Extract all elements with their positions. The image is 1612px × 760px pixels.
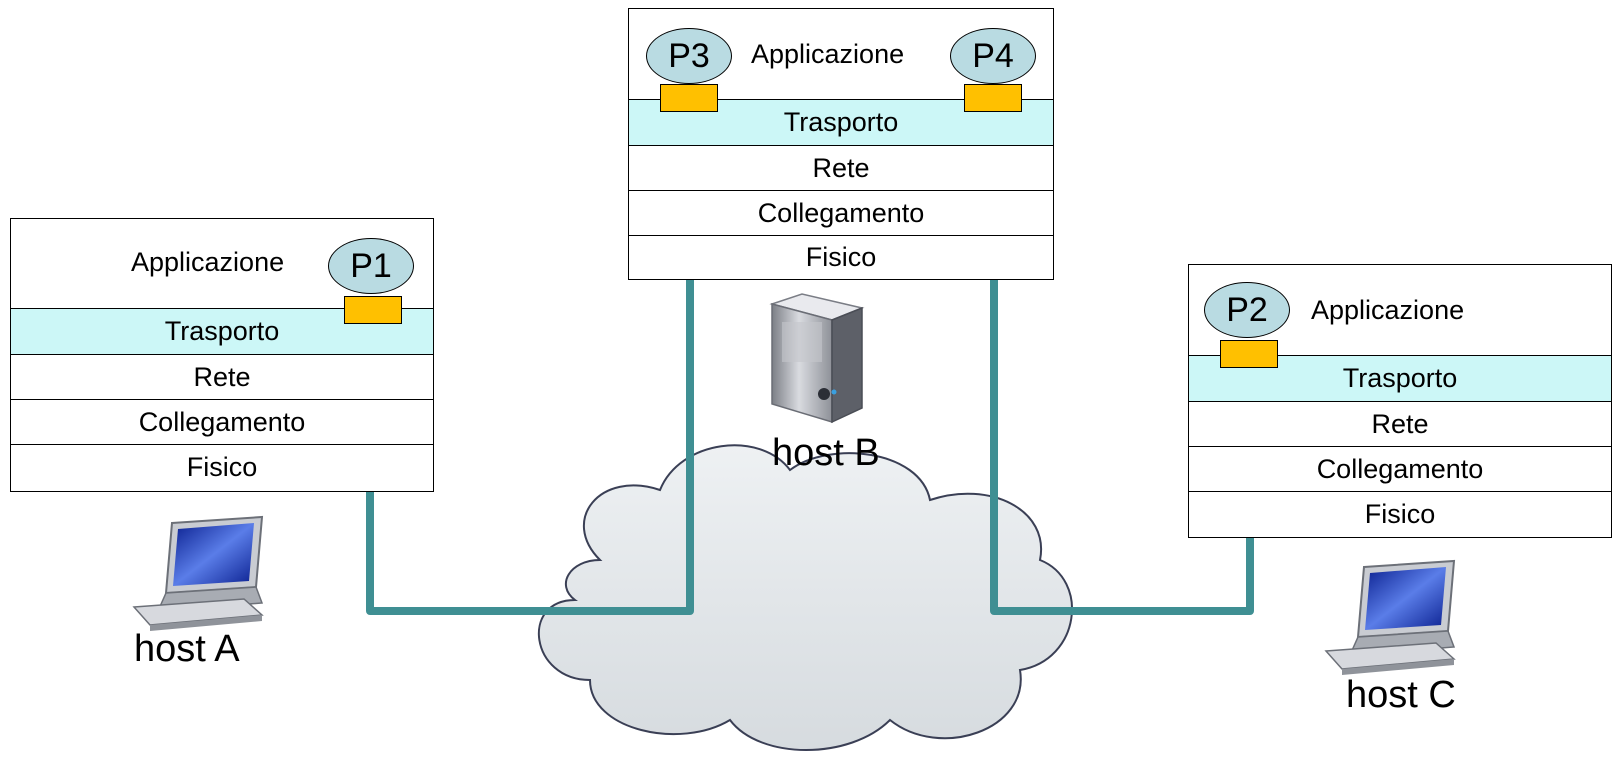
host-b-label: host B xyxy=(772,432,880,474)
socket-p4[interactable] xyxy=(964,84,1022,112)
process-p3[interactable]: P3 xyxy=(646,28,732,84)
server-icon xyxy=(769,293,865,424)
layer-link: Collegamento xyxy=(629,190,1053,235)
socket-p3[interactable] xyxy=(660,84,718,112)
layer-application-label: Applicazione xyxy=(131,247,285,277)
socket-p1[interactable] xyxy=(344,296,402,324)
layer-link: Collegamento xyxy=(1189,446,1611,491)
laptop-icon xyxy=(1324,559,1456,675)
layer-link: Collegamento xyxy=(11,399,433,444)
layer-physical: Fisico xyxy=(11,444,433,490)
layer-network: Rete xyxy=(629,145,1053,190)
process-p4[interactable]: P4 xyxy=(950,28,1036,84)
laptop-icon xyxy=(132,515,264,631)
host-a-label: host A xyxy=(134,628,240,670)
layer-application-label: Applicazione xyxy=(751,39,905,69)
layer-physical: Fisico xyxy=(629,235,1053,279)
process-p2[interactable]: P2 xyxy=(1204,282,1290,338)
host-c-label: host C xyxy=(1346,674,1456,716)
network-cloud-icon xyxy=(537,444,1074,751)
layer-application-label: Applicazione xyxy=(1311,295,1465,325)
socket-p2[interactable] xyxy=(1220,340,1278,368)
layer-network: Rete xyxy=(11,354,433,399)
layer-physical: Fisico xyxy=(1189,491,1611,537)
layer-network: Rete xyxy=(1189,401,1611,446)
process-p1[interactable]: P1 xyxy=(328,238,414,294)
